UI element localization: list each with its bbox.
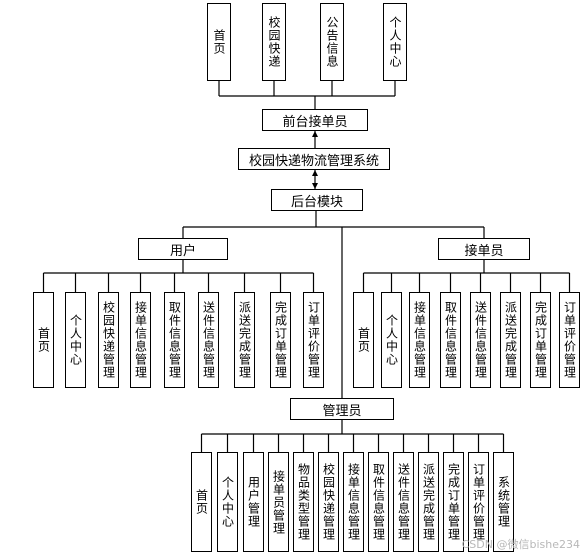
courier-item-home: 首页 [353,292,374,388]
courier-item-order-info-mgmt: 接单信息管理 [409,292,430,388]
admin-module-box: 管理员 [290,398,394,420]
admin-item-pickup-mgmt: 取件信息管理 [368,452,389,552]
admin-item-completed-orders-mgmt: 完成订单管理 [443,452,464,552]
arrow-head [312,183,318,189]
user-item-home: 首页 [33,292,54,388]
user-item-order-info-mgmt: 接单信息管理 [130,292,151,388]
arrow-head [312,170,318,176]
user-module-box: 用户 [138,238,228,260]
user-item-delivery-mgmt: 送件信息管理 [198,292,219,388]
watermark-text: CSDN @微信bishe234 [461,538,580,551]
user-item-express-mgmt: 校园快递管理 [98,292,119,388]
frontend-item-announcements: 公告信息 [320,3,344,81]
admin-item-item-type-mgmt: 物品类型管理 [293,452,314,552]
admin-item-order-info-mgmt: 接单信息管理 [343,452,364,552]
frontend-courier-box: 前台接单员 [262,109,368,131]
user-item-personal-center: 个人中心 [65,292,86,388]
courier-item-delivery-mgmt: 送件信息管理 [470,292,491,388]
admin-item-courier-mgmt: 接单员管理 [268,452,289,552]
user-item-completed-orders-mgmt: 完成订单管理 [270,292,291,388]
courier-item-personal-center: 个人中心 [381,292,402,388]
arrow-head [312,131,318,137]
admin-item-express-mgmt: 校园快递管理 [318,452,339,552]
admin-item-home: 首页 [191,452,212,552]
courier-item-pickup-mgmt: 取件信息管理 [440,292,461,388]
frontend-item-home: 首页 [207,3,231,81]
courier-item-completed-orders-mgmt: 完成订单管理 [530,292,551,388]
frontend-item-personal-center: 个人中心 [383,3,407,81]
courier-module-box: 接单员 [438,238,530,260]
user-item-order-review-mgmt: 订单评价管理 [303,292,324,388]
system-title-box: 校园快递物流管理系统 [238,148,390,170]
courier-item-order-review-mgmt: 订单评价管理 [559,292,580,388]
admin-item-system-mgmt: 系统管理 [493,452,514,552]
admin-item-dispatch-done-mgmt: 派送完成管理 [418,452,439,552]
courier-item-dispatch-done-mgmt: 派送完成管理 [500,292,521,388]
frontend-item-campus-express: 校园快递 [262,3,286,81]
admin-item-delivery-mgmt: 送件信息管理 [393,452,414,552]
backend-module-box: 后台模块 [271,189,363,211]
admin-item-personal-center: 个人中心 [217,452,238,552]
user-item-pickup-mgmt: 取件信息管理 [164,292,185,388]
user-item-dispatch-done-mgmt: 派送完成管理 [234,292,255,388]
admin-item-user-mgmt: 用户管理 [243,452,264,552]
admin-item-order-review-mgmt: 订单评价管理 [468,452,489,552]
